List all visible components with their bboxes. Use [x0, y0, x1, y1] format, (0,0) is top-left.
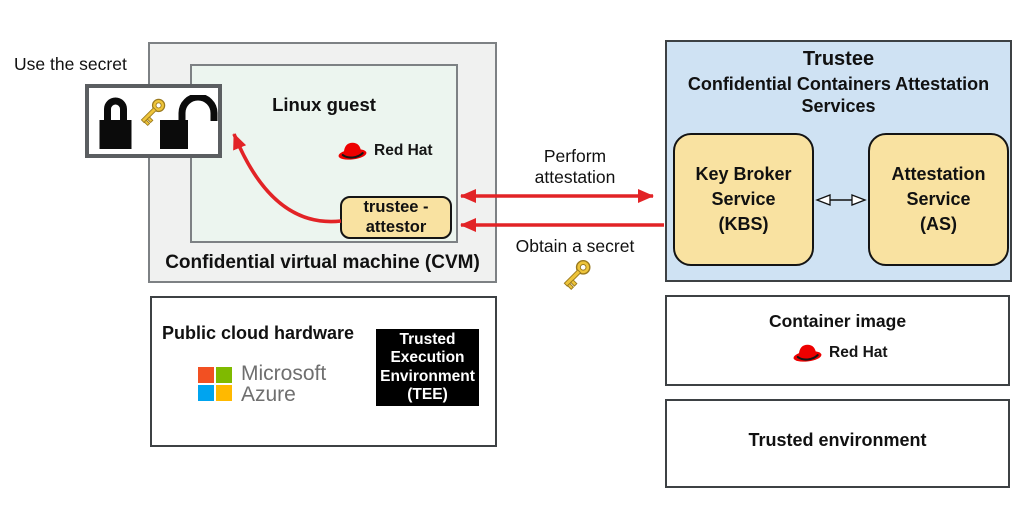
locked-padlock-icon	[99, 95, 132, 154]
container-image-title: Container image	[768, 311, 907, 331]
red-fedora-hat-icon	[792, 341, 823, 364]
key-broker-service-box: Key Broker Service (KBS)	[673, 133, 814, 266]
public-cloud-hardware-title: Public cloud hardware	[162, 323, 355, 343]
perform-attestation-label: Perform attestation	[534, 146, 616, 187]
trustee-attestor-box: trustee - attestor	[340, 196, 452, 239]
attestor-line: trustee -	[363, 198, 429, 216]
redhat-logo: Red Hat	[337, 139, 433, 162]
linux-guest-title: Linux guest	[272, 94, 376, 115]
redhat-logo: Red Hat	[792, 341, 888, 364]
unlocked-padlock-icon	[160, 93, 218, 154]
attestation-service-box: Attestation Service (AS)	[868, 133, 1009, 266]
container-image-box	[665, 295, 1010, 386]
trustee-subtitle: Confidential Containers Attestation Serv…	[687, 74, 990, 116]
gold-key-icon	[557, 254, 595, 294]
trusted-environment-box	[665, 399, 1010, 488]
cvm-title: Confidential virtual machine (CVM)	[165, 252, 480, 273]
red-fedora-hat-icon	[337, 139, 368, 162]
gold-key-icon	[134, 92, 170, 130]
microsoft-azure-wordmark: Microsoft Azure	[241, 362, 327, 406]
microsoft-azure-logo: Microsoft Azure	[198, 363, 326, 405]
microsoft-four-squares-icon	[198, 367, 232, 401]
tee-box: Trusted Execution Environment (TEE)	[376, 329, 479, 406]
obtain-secret-label: Obtain a secret	[515, 236, 635, 256]
attestor-line: attestor	[365, 217, 427, 236]
redhat-wordmark: Red Hat	[829, 343, 888, 361]
padlock-image-frame	[85, 84, 222, 158]
trustee-title: Trustee	[802, 48, 875, 70]
redhat-wordmark: Red Hat	[374, 141, 433, 159]
use-secret-label: Use the secret	[14, 54, 127, 74]
trusted-environment-title: Trusted environment	[748, 430, 927, 450]
